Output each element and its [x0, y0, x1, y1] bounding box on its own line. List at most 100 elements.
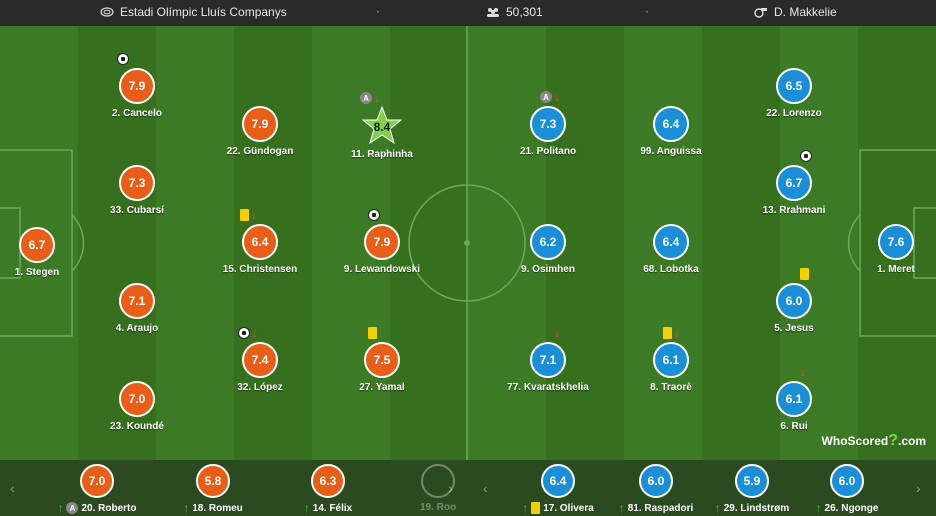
yellow-card-icon [531, 502, 541, 514]
player-name: 4. Araujo [115, 323, 159, 334]
rating-badge: 7.1 [530, 342, 566, 378]
pitch: 6.7 1. Stegen 7.9 2. Cancelo 7.3 33. Cub… [0, 26, 936, 460]
away-sub[interactable]: 6.0 ↑81. Raspadori [601, 464, 711, 514]
sub-off-arrow-icon: ↓ [554, 90, 560, 104]
rating-badge: 6.0 [639, 464, 673, 498]
home-subs-prev-button[interactable]: ‹ [10, 480, 15, 496]
whoscored-logo: WhoScored?.com [822, 432, 926, 450]
goal-ball-icon [117, 53, 129, 65]
player-name: 15. Christensen [222, 264, 298, 275]
player-name: 77. Kvaratskhelia [507, 382, 589, 393]
away-player[interactable]: 6.7 13. Rrahmani [734, 150, 854, 216]
rating-badge: 6.3 [311, 464, 345, 498]
rating-badge: 7.9 [242, 106, 278, 142]
attendance-info: 50,301 [486, 5, 543, 19]
player-name: 22. Lorenzo [766, 108, 822, 119]
rating-badge: 7.3 [119, 165, 155, 201]
rating-badge: 7.9 [119, 68, 155, 104]
away-player[interactable]: 6.4 99. Anguissa [611, 106, 731, 157]
player-name: 1. Stegen [14, 267, 60, 278]
away-player[interactable]: 6.0 5. Jesus [734, 268, 854, 334]
sub-on-arrow-icon: ↑ [815, 501, 822, 515]
referee-info: D. Makkelie [754, 5, 837, 19]
captain-icon: A [360, 92, 372, 104]
rating-badge: 6.4 [242, 224, 278, 260]
away-player[interactable]: ↓ 6.1 6. Rui [734, 366, 854, 432]
rating-badge: 6.0 [830, 464, 864, 498]
rating-badge [421, 464, 455, 498]
home-player[interactable]: 7.9 9. Lewandowski [322, 209, 442, 275]
away-sub[interactable]: 6.0 ↑26. Ngonge [792, 464, 902, 514]
away-sub[interactable]: 6.4 ↑17. Olivera [503, 464, 613, 514]
home-player[interactable]: 7.3 33. Cubarsí [77, 165, 197, 216]
player-name: 9. Osimhen [521, 264, 575, 275]
separator-dot: · [645, 4, 649, 18]
rating-badge: 6.0 [776, 283, 812, 319]
home-sub[interactable]: 5.8 ↑18. Romeu [158, 464, 268, 514]
rating-badge: 7.0 [119, 381, 155, 417]
whistle-icon [754, 8, 767, 18]
home-sub[interactable]: 6.3 ↑14. Félix [273, 464, 383, 514]
rating-badge: 5.8 [196, 464, 230, 498]
player-name: 2. Cancelo [111, 108, 163, 119]
sub-off-arrow-icon: ↓ [374, 91, 380, 105]
player-name: 9. Lewandowski [343, 264, 421, 275]
player-name: 81. Raspadori [627, 502, 694, 514]
match-info-bar: Estadi Olímpic Lluís Companys · 50,301 ·… [0, 0, 936, 26]
rating-badge: 6.1 [776, 381, 812, 417]
sub-on-arrow-icon: ↑ [183, 501, 190, 515]
separator-dot: · [376, 4, 380, 18]
man-of-the-match-star: 8.4 [362, 105, 402, 145]
away-player[interactable]: 6.4 68. Lobotka [611, 224, 731, 275]
rating-badge: 7.9 [364, 224, 400, 260]
logo-suffix: .com [897, 434, 926, 448]
home-player[interactable]: 7.9 22. Gündogan [200, 106, 320, 157]
sub-on-arrow-icon: ↑ [618, 501, 625, 515]
player-name: 20. Roberto [81, 502, 137, 514]
rating-badge: 6.4 [541, 464, 575, 498]
away-player[interactable]: ↓ 7.1 77. Kvaratskhelia [488, 327, 608, 393]
home-player[interactable]: 7.9 2. Cancelo [77, 53, 197, 119]
logo-mark-icon: ? [888, 432, 898, 449]
player-name: 33. Cubarsí [110, 205, 164, 216]
pitch-markings [0, 26, 936, 460]
sub-off-arrow-icon: ↓ [252, 326, 258, 340]
home-sub[interactable]: 19. Roo [383, 464, 493, 513]
rating-badge: 7.6 [878, 224, 914, 260]
away-player[interactable]: ↓ 6.1 8. Traorè [611, 327, 731, 393]
player-name: 6. Rui [780, 421, 808, 432]
rating-badge: 5.9 [735, 464, 769, 498]
captain-icon: A [66, 502, 79, 514]
away-player[interactable]: A↓ 7.3 21. Politano [488, 91, 608, 157]
home-player[interactable]: 6.7 1. Stegen [0, 227, 97, 278]
player-name: 32. López [237, 382, 283, 393]
stadium-info: Estadi Olímpic Lluís Companys [100, 5, 287, 19]
sub-on-arrow-icon: ↑ [522, 501, 529, 515]
home-player[interactable]: ↓ 6.4 15. Christensen [200, 209, 320, 275]
rating-badge: 6.4 [653, 224, 689, 260]
home-player[interactable]: 7.1 4. Araujo [77, 283, 197, 334]
rating-badge: 6.1 [653, 342, 689, 378]
away-player[interactable]: 7.6 1. Meret [836, 224, 936, 275]
player-name: 5. Jesus [774, 323, 814, 334]
player-name: 27. Yamal [359, 382, 405, 393]
goal-ball-icon [800, 150, 812, 162]
player-name: 13. Rrahmani [762, 205, 826, 216]
away-subs-next-button[interactable]: › [916, 480, 921, 496]
home-player[interactable]: ↓ 7.4 32. López [200, 327, 320, 393]
sub-on-arrow-icon: ↑ [303, 501, 310, 515]
sub-off-arrow-icon: ↓ [554, 326, 560, 340]
sub-off-arrow-icon: ↓ [800, 365, 806, 379]
sub-off-arrow-icon: ↓ [251, 208, 257, 222]
away-sub[interactable]: 5.9 ↑29. Lindstrøm [697, 464, 807, 514]
home-player-motm[interactable]: A↓ 8.4 11. Raphinha [322, 92, 442, 160]
rating-badge: 7.4 [242, 342, 278, 378]
home-player[interactable]: 7.5 27. Yamal [322, 327, 442, 393]
home-player[interactable]: 7.0 23. Koundé [77, 381, 197, 432]
away-subs-prev-button[interactable]: ‹ [483, 480, 488, 496]
away-player[interactable]: 6.2 9. Osimhen [488, 224, 608, 275]
rating-badge: 6.4 [653, 106, 689, 142]
away-player[interactable]: 6.5 22. Lorenzo [734, 68, 854, 119]
